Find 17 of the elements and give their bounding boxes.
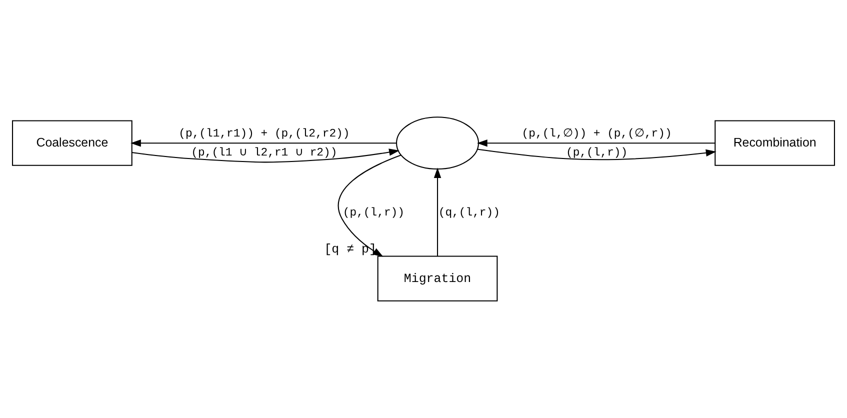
edge-label: (p,(l,∅)) + (p,(∅,r)) (522, 128, 672, 141)
edge-label: (p,(l,r)) (566, 147, 628, 160)
arrow (477, 148, 716, 160)
arrow (130, 139, 396, 147)
node-box: Recombination (714, 120, 835, 166)
node-ellipse (396, 116, 480, 170)
edge-label: (p,(l,r)) (342, 208, 404, 220)
arrow (434, 168, 442, 256)
arrow (476, 139, 716, 147)
node-label: [q ≠ p] (324, 242, 376, 257)
edge-label: (p,(l1 ∪ l2,r1 ∪ r2)) (191, 147, 338, 160)
node-box: Migration (377, 256, 498, 302)
arrow (338, 154, 402, 257)
edge-label: (p,(l1,r1)) + (p,(l2,r2)) (178, 128, 350, 141)
node-box: Coalescence (12, 120, 132, 166)
edge-label: (q,(l,r)) (438, 208, 500, 220)
arrow (132, 148, 400, 163)
